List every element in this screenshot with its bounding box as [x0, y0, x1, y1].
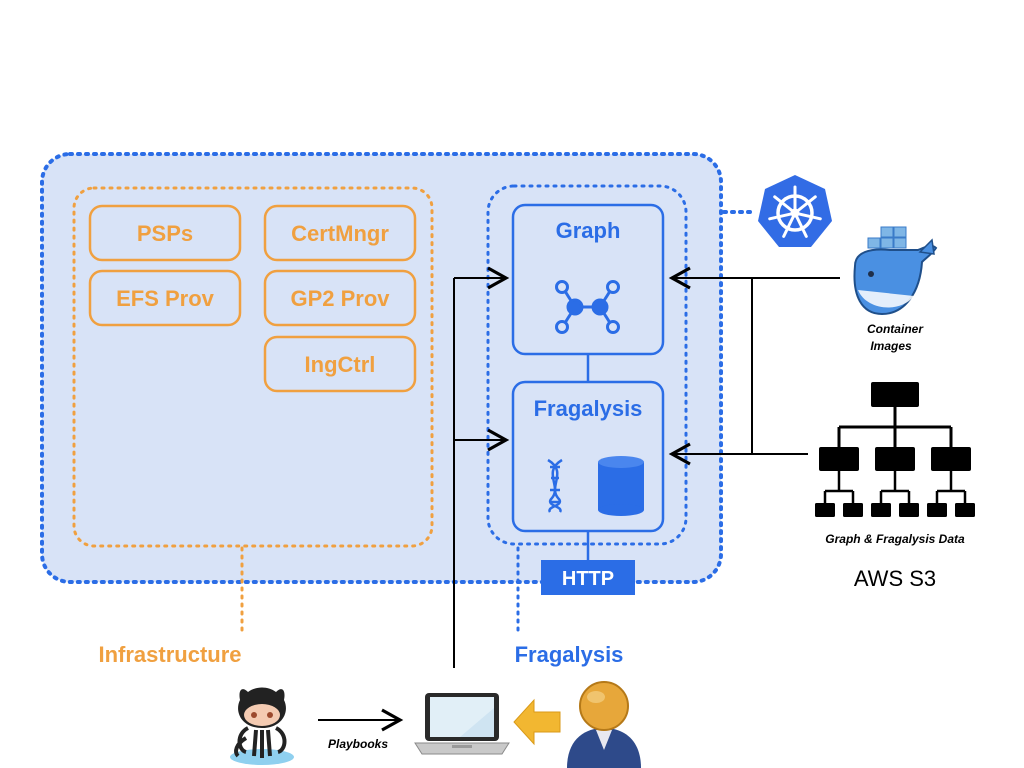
psps-box: PSPs: [88, 204, 242, 262]
deploy-arrows: [453, 266, 510, 668]
gp2-prov-label: GP2 Prov: [290, 286, 390, 311]
http-box: [541, 560, 635, 595]
database-icon: [598, 456, 644, 516]
gp2-prov-box: GP2 Prov: [263, 269, 417, 327]
certmngr-box: CertMngr: [263, 204, 417, 262]
external-arrows: [668, 266, 840, 466]
user-to-laptop-arrow: [513, 698, 561, 746]
dna-icon: [547, 458, 563, 513]
aws-s3-label: AWS S3: [854, 566, 936, 591]
docker-whale-icon: [853, 226, 938, 316]
efs-prov-box: EFS Prov: [88, 269, 242, 327]
s3-data-label: Graph & Fragalysis Data: [825, 532, 965, 546]
efs-prov-label: EFS Prov: [116, 286, 215, 311]
laptop-icon: [414, 693, 510, 755]
infrastructure-title: Infrastructure: [98, 642, 241, 667]
fragalysis-title: Fragalysis: [515, 642, 624, 667]
graph-label: Graph: [556, 218, 621, 243]
psps-label: PSPs: [137, 221, 193, 246]
user-icon: [567, 681, 641, 768]
container-images-label-line2: Images: [870, 339, 912, 353]
ingctrl-label: IngCtrl: [305, 352, 376, 377]
graph-box: Graph: [511, 203, 665, 356]
kubernetes-icon: [758, 175, 832, 247]
infrastructure-region: [72, 186, 434, 548]
hierarchy-tree-icon: [815, 382, 975, 517]
fragalysis-box-label: Fragalysis: [534, 396, 643, 421]
graph-network-icon: [555, 280, 620, 334]
github-octocat-icon: [230, 687, 294, 765]
fragalysis-region: [486, 184, 688, 546]
ingctrl-box: IngCtrl: [263, 335, 417, 393]
container-images-label-line1: Container: [867, 322, 924, 336]
http-label: HTTP: [562, 568, 614, 590]
certmngr-label: CertMngr: [291, 221, 389, 246]
playbooks-label: Playbooks: [328, 737, 388, 751]
